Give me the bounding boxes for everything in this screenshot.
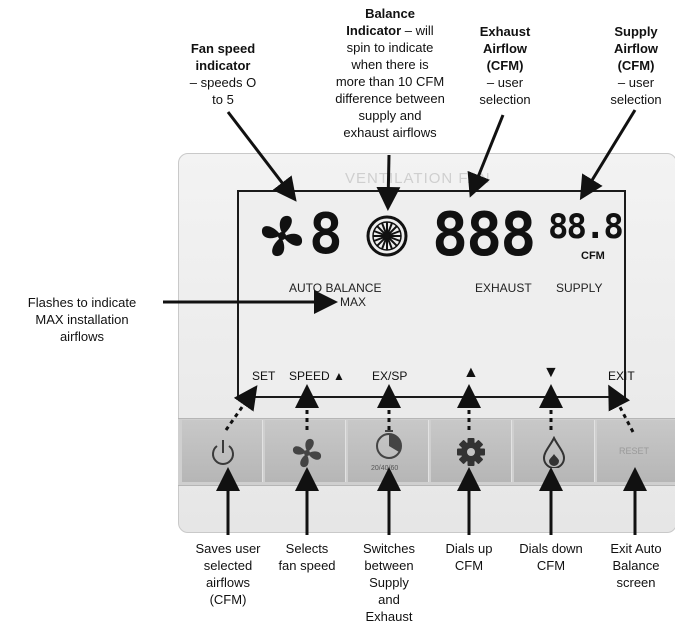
softkey-exit: EXIT [608,369,635,383]
power-icon [212,440,234,465]
supply-callout: Supply Airflow (CFM) – user selection [610,24,662,107]
panel-title: VENTILATION FAN [345,170,491,187]
exhaust-callout: Exhaust Airflow (CFM) – user selection [479,24,531,107]
balance-callout: Balance Indicator – will spin to indicat… [335,6,445,140]
save-callout: Saves user selected airflows (CFM) [195,541,261,607]
exit-dotted-link [608,384,635,433]
cfm-unit-label: CFM [581,250,605,262]
set-dotted-link [224,385,258,431]
lcd-display [237,190,626,398]
fan-speed-digit: 8 [309,202,343,267]
softkey-set: SET [252,369,276,383]
max-label: MAX [340,295,367,309]
supply-cfm-digits: 88.8 [548,207,624,247]
gear-icon [457,438,485,466]
balance-arrow [376,154,401,211]
exhaust-label: EXHAUST [475,281,532,295]
speed-callout: Selects fan speed [278,541,336,573]
exit-callout: Exit Auto Balance screen [610,541,662,590]
exhaust-cfm-digits: 888 [432,200,536,270]
fan-speed-arrow [226,111,297,202]
fan-icon [292,438,322,468]
fan-icon [261,215,303,257]
fan-speed-callout: Fan speed indicator – speeds O to 5 [189,41,257,107]
exhaust-arrow [467,114,505,198]
balance-wheel-icon [366,215,408,257]
supply-arrow [579,109,637,201]
down-callout: Dials down CFM [519,541,583,573]
up-callout: Dials up CFM [445,541,493,573]
softkey-speed: SPEED ▲ [289,369,345,383]
switch-callout: Switches between Supply and Exhaust [362,541,416,624]
supply-label: SUPPLY [556,281,603,295]
reset-label: RESET [619,446,650,456]
water-drop-icon [542,436,566,468]
timer-icon [376,430,402,459]
auto-balance-label: AUTO BALANCE [289,281,382,295]
softkey-down: ▼ [543,364,559,381]
softkey-ex-sp: EX/SP [372,369,408,383]
softkey-up: ▲ [463,364,479,381]
max-callout: Flashes to indicate MAX installation air… [27,295,137,344]
